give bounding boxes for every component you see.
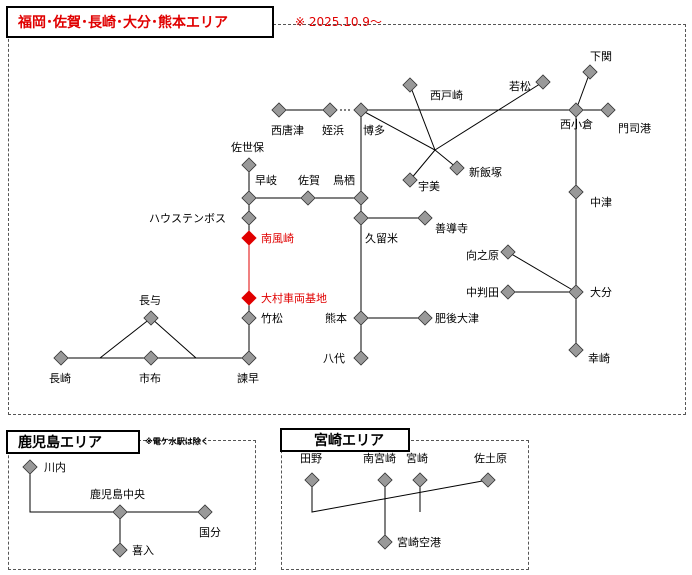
station-label-nakahanda: 中判田 xyxy=(466,286,499,299)
station-marker-shiniizuka xyxy=(449,160,465,176)
station-label-tosu: 鳥栖 xyxy=(333,173,355,187)
station-label-kagoshimachuo: 鹿児島中央 xyxy=(90,487,145,501)
station-label-takematsu: 竹松 xyxy=(261,311,283,325)
station-marker-kokubu xyxy=(197,504,213,520)
station-marker-higoozu xyxy=(417,310,433,326)
station-label-kurume: 久留米 xyxy=(365,232,398,245)
station-marker-haenosaki xyxy=(241,230,257,246)
station-marker-tano xyxy=(304,472,320,488)
station-marker-nishikaratsu xyxy=(271,102,287,118)
station-label-saga: 佐賀 xyxy=(298,173,320,187)
station-label-zendoji: 善導寺 xyxy=(435,221,468,235)
station-label-meinohama: 姪浜 xyxy=(322,123,344,137)
station-label-wakamatsu: 若松 xyxy=(509,79,531,93)
station-label-miyazakikuko: 宮崎空港 xyxy=(397,535,441,549)
station-marker-kumamoto xyxy=(353,310,369,326)
station-label-yatsushiro: 八代 xyxy=(323,352,345,365)
station-label-mukainoharu: 向之原 xyxy=(466,248,499,262)
kagoshima-area-title-box: 鹿児島エリア xyxy=(6,430,140,454)
station-marker-mojiko xyxy=(600,102,616,118)
line-wakamatsu xyxy=(434,81,544,151)
station-label-isahaya: 諫早 xyxy=(237,371,259,385)
line-kyudai xyxy=(507,251,577,293)
station-marker-zendoji xyxy=(417,210,433,226)
station-label-nagasaki: 長崎 xyxy=(49,371,71,385)
station-marker-hakata xyxy=(353,102,369,118)
station-marker-umi xyxy=(402,172,418,188)
station-label-oita: 大分 xyxy=(590,285,612,299)
station-marker-oita xyxy=(568,284,584,300)
miyazaki-area-title-box: 宮崎エリア xyxy=(280,428,410,452)
line-nagasaki-old xyxy=(99,317,197,359)
station-label-kokubu: 国分 xyxy=(199,526,221,539)
station-marker-tosu xyxy=(353,190,369,206)
station-label-sasebo: 佐世保 xyxy=(231,140,264,154)
station-marker-nakahanda xyxy=(500,284,516,300)
main-area-title: 福岡･佐賀･長崎･大分･熊本エリア xyxy=(18,15,228,31)
station-label-sendai: 川内 xyxy=(44,460,66,474)
station-marker-miyazaki xyxy=(412,472,428,488)
station-label-kokura: 西小倉 xyxy=(560,117,593,131)
line-sasebo xyxy=(248,165,361,199)
station-label-miyazaki: 宮崎 xyxy=(406,451,428,465)
station-marker-kokura xyxy=(568,102,584,118)
miyazaki-area-title: 宮崎エリア xyxy=(314,433,384,449)
station-label-nishitozaki: 西戸崎 xyxy=(430,88,463,102)
line-kagoshima-kyushu xyxy=(29,467,205,513)
station-marker-minamimiyazaki xyxy=(377,472,393,488)
station-label-omura: 大村車両基地 xyxy=(261,291,327,305)
station-marker-huistenbosch xyxy=(241,210,257,226)
station-label-kumamoto: 熊本 xyxy=(325,311,347,325)
station-label-higoozu: 肥後大津 xyxy=(435,311,479,325)
station-marker-ichinuno xyxy=(143,350,159,366)
station-label-haenosaki: 南風崎 xyxy=(261,231,294,245)
station-marker-takematsu xyxy=(241,310,257,326)
station-marker-wakamatsu xyxy=(535,74,551,90)
station-label-hakata: 博多 xyxy=(363,123,385,137)
station-marker-kagoshimachuo xyxy=(112,504,128,520)
station-label-shiniizuka: 新飯塚 xyxy=(469,165,502,179)
station-marker-kiire xyxy=(112,542,128,558)
station-marker-isahaya xyxy=(241,350,257,366)
station-marker-shimonoseki xyxy=(582,64,598,80)
main-area-frame xyxy=(8,24,686,415)
station-label-minamimiyazaki: 南宮崎 xyxy=(363,451,396,465)
main-area-title-box: 福岡･佐賀･長崎･大分･熊本エリア xyxy=(6,6,274,38)
kagoshima-area-title: 鹿児島エリア xyxy=(18,435,102,451)
station-label-shimonoseki: 下関 xyxy=(590,50,612,63)
station-marker-nishitozaki xyxy=(402,77,418,93)
station-label-kiire: 喜入 xyxy=(132,544,154,557)
kagoshima-note: ※電ケ水駅は除く xyxy=(145,437,209,446)
station-marker-miyazakikuko xyxy=(377,534,393,550)
station-marker-mukainoharu xyxy=(500,244,516,260)
station-label-nakatsu: 中津 xyxy=(590,196,612,209)
station-marker-sasebo xyxy=(241,157,257,173)
station-label-saiki: 幸崎 xyxy=(588,351,610,365)
station-marker-sendai xyxy=(22,459,38,475)
station-marker-saiki xyxy=(568,342,584,358)
station-marker-yatsushiro xyxy=(353,350,369,366)
station-label-nishikaratsu: 西唐津 xyxy=(271,123,304,137)
station-marker-haiki xyxy=(241,190,257,206)
station-label-haiki: 早岐 xyxy=(255,174,277,187)
station-marker-saga xyxy=(300,190,316,206)
line-nichinan-nippo xyxy=(311,479,489,513)
station-label-mojiko: 門司港 xyxy=(618,122,651,135)
station-label-huistenbosch: ハウステンボス xyxy=(149,212,226,225)
station-label-tano: 田野 xyxy=(300,452,322,465)
line-sanyo xyxy=(575,71,591,111)
station-label-nagayo: 長与 xyxy=(139,294,161,307)
station-marker-kurume xyxy=(353,210,369,226)
station-marker-nagayo xyxy=(143,310,159,326)
station-marker-sadowara xyxy=(480,472,496,488)
station-marker-nakatsu xyxy=(568,184,584,200)
station-label-sadowara: 佐土原 xyxy=(474,451,507,465)
station-marker-nagasaki xyxy=(53,350,69,366)
date-note: ※ 2025.10.9～ xyxy=(295,15,382,29)
station-marker-omura xyxy=(241,290,257,306)
station-label-umi: 宇美 xyxy=(418,180,440,193)
station-label-ichinuno: 市布 xyxy=(139,371,161,385)
station-marker-meinohama xyxy=(322,102,338,118)
